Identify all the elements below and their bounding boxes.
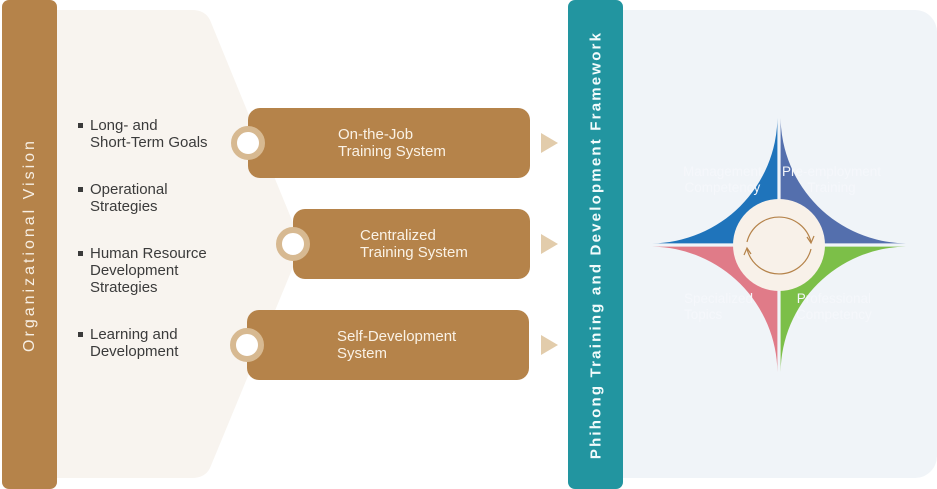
system-label-line: On-the-Job [338, 126, 414, 143]
self-development-box: Self-Development System [230, 310, 529, 380]
system-label-line: Centralized [360, 227, 436, 244]
system-label: Centralized Training System [360, 227, 468, 261]
quadrant-label-line: Pre-employment [782, 164, 882, 179]
quadrant-label-line: Specialized [684, 291, 754, 306]
bullet-icon [78, 251, 83, 256]
framework-circle [652, 118, 906, 372]
goal-line: Human Resource [90, 245, 207, 262]
goal-line: Long- and [90, 117, 158, 134]
arrow-right-icon [541, 234, 558, 254]
ring-connector-icon [230, 328, 264, 362]
ring-connector-icon [276, 227, 310, 261]
goal-item: Learning and Development [78, 326, 178, 360]
quadrant-professional [780, 246, 906, 372]
goal-item: Operational Strategies [78, 181, 168, 215]
on-the-job-training-box: On-the-Job Training System [231, 108, 530, 178]
framework-title: Phihong Training and Development Framewo… [587, 30, 604, 459]
quadrant-pre-employment [780, 118, 906, 244]
centralized-training-box: Centralized Training System [276, 209, 530, 279]
system-label: Self-Development System [337, 328, 456, 362]
organizational-vision-title: Organizational Vision [20, 137, 38, 352]
bullet-icon [78, 187, 83, 192]
arrow-right-icon [541, 335, 558, 355]
quadrant-label-pre-employment: Pre-employment Training [782, 164, 881, 196]
arrow-right-icon [541, 133, 558, 153]
system-label-line: Training System [338, 143, 446, 160]
quadrant-label-line: Topics [684, 307, 723, 322]
system-label-line: Self-Development [337, 328, 457, 345]
goal-line: Strategies [90, 198, 158, 215]
quadrant-label-specialized: Specialized Topics [684, 291, 753, 323]
organizational-vision-bar: Organizational Vision [2, 0, 57, 489]
goal-line: Learning and [90, 326, 178, 343]
quadrant-label-line: Training [807, 180, 856, 195]
ring-connector-icon [231, 126, 265, 160]
quadrant-label-professional: Professional Competency [796, 291, 872, 323]
quadrant-label-line: Competency [684, 180, 761, 195]
goal-line: Development [90, 262, 179, 279]
goal-item: Long- and Short-Term Goals [78, 117, 208, 151]
framework-bar: Phihong Training and Development Framewo… [568, 0, 623, 489]
system-label-line: Training System [360, 244, 468, 261]
center-circle [733, 199, 825, 291]
quadrant-specialized [652, 246, 778, 372]
goal-line: Short-Term Goals [90, 134, 208, 151]
bullet-icon [78, 332, 83, 337]
system-label-line: System [337, 345, 388, 362]
cycle-arrows-icon [743, 216, 815, 275]
quadrant-label-line: Professional [796, 291, 872, 306]
system-label: On-the-Job Training System [338, 126, 446, 160]
goal-line: Development [90, 343, 179, 360]
bullet-icon [78, 123, 83, 128]
quadrant-management [652, 118, 778, 244]
quadrant-label-line: Management [683, 164, 762, 179]
goal-line: Strategies [90, 279, 158, 296]
quadrant-label-line: Competency [796, 307, 872, 322]
goal-item: Human Resource Development Strategies [78, 245, 207, 296]
quadrant-label-management: Management Competency [683, 164, 762, 196]
goal-line: Operational [90, 181, 168, 198]
